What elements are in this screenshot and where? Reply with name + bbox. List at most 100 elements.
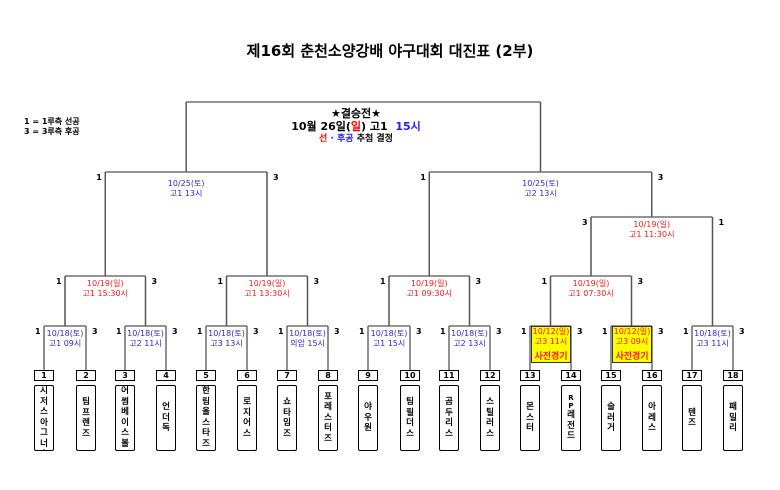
- team-name-char: 리: [445, 418, 453, 428]
- team-2-number: 2: [76, 370, 96, 381]
- round1-match-1-schedule-date: 10/18(토): [46, 329, 84, 338]
- team-name-char: 스: [40, 449, 48, 450]
- team-name-char: 타: [283, 407, 291, 418]
- team-name-char: 전: [567, 420, 575, 431]
- team-1-name-box: 시저스아그너스: [34, 385, 54, 451]
- round3-match-1-schedule-date: 10/19(일): [633, 220, 671, 229]
- team-name-char: 스: [526, 412, 534, 423]
- round2-match-3-schedule-date: 10/19(일): [410, 279, 448, 288]
- team-name-char: 곰: [445, 397, 453, 407]
- round1-match-9-seed-left: 1: [683, 327, 689, 336]
- round1-match-8-seed-right: 3: [658, 327, 664, 336]
- team-name-char: 아: [40, 417, 48, 428]
- team-name-char: 터: [526, 423, 534, 434]
- round1-match-5-seed-right: 3: [416, 327, 422, 336]
- team-name-char: 드: [567, 431, 575, 442]
- round2-match-3-schedule: 10/19(일)고1 09:30시: [391, 279, 467, 299]
- round3-match-1-seed-left: 3: [582, 218, 588, 227]
- round2-match-4-seed-left: 1: [541, 277, 548, 286]
- round1-match-4-seed-right: 3: [334, 327, 340, 336]
- team-name-char: 너: [40, 438, 48, 449]
- semifinal-1-schedule-time: 고1 13시: [169, 189, 203, 198]
- legend-item-third-base: 3 = 3루측 후공: [24, 127, 80, 136]
- final-note-rest: 추첨 결정: [353, 134, 393, 144]
- round1-match-8-date: 10/12(일): [613, 327, 651, 336]
- team-14-number: 14: [561, 370, 581, 381]
- final-date-prefix: 10월 26일(: [291, 120, 351, 133]
- round1-match-8-seed-left: 1: [602, 327, 608, 336]
- team-name-char: 슬: [607, 402, 615, 413]
- round2-match-1-seed-left: 1: [56, 277, 62, 286]
- team-6-number: 6: [237, 370, 257, 381]
- team-name-char: 즈: [283, 428, 291, 439]
- team-15-number: 15: [601, 370, 621, 381]
- round1-match-1-schedule-time: 고1 09시: [48, 339, 82, 348]
- round1-match-2-schedule-date: 10/18(토): [127, 329, 164, 338]
- round2-match-4-seed-right: 3: [637, 277, 644, 286]
- round1-match-3-schedule-date: 10/18(토): [208, 329, 245, 338]
- team-name-char: 스: [486, 428, 494, 439]
- team-name-char: 틸: [486, 407, 494, 418]
- round2-match-1-schedule-time: 고1 15:30시: [82, 289, 128, 298]
- final-date: 10월 26일(일) 고1 15시: [196, 120, 516, 133]
- team-name-char: 독: [162, 423, 170, 434]
- semifinal-2-schedule-date: 10/25(토): [522, 179, 559, 188]
- final-note-first: 선: [319, 134, 328, 144]
- round1-match-5-schedule-time: 고1 15시: [372, 339, 406, 348]
- team-name-char: 거: [607, 423, 615, 434]
- team-name-char: 그: [40, 428, 48, 438]
- final-note-second: 후공: [337, 134, 354, 144]
- team-name-char: 밀: [729, 412, 737, 423]
- team-name-char: 스: [324, 412, 332, 423]
- round2-match-3-seed-right: 3: [475, 277, 482, 286]
- team-name-char: 몬: [526, 402, 534, 413]
- round1-match-3-schedule: 10/18(토)고3 13시: [205, 329, 249, 349]
- team-name-char: 임: [283, 418, 291, 428]
- team-name-char: 즈: [688, 418, 696, 428]
- round3-match-1-schedule-time: 고1 11:30시: [629, 230, 675, 239]
- semifinal-1-seed-right: 3: [273, 173, 279, 182]
- team-8-number: 8: [318, 370, 338, 381]
- semifinal-1-seed-left: 1: [96, 173, 102, 182]
- final-heading: ★결승전★: [330, 107, 382, 120]
- round1-match-5-seed-left: 1: [359, 327, 365, 336]
- team-name-char: 이: [121, 417, 129, 428]
- team-10-number: 10: [400, 370, 420, 381]
- semifinal-2-schedule: 10/25(토)고2 13시: [506, 179, 576, 199]
- final-time: 15시: [395, 120, 421, 133]
- round1-match-7-seed-right: 3: [577, 327, 583, 336]
- team-name-char: 스: [40, 407, 48, 417]
- preliminary-tag: 사전경기: [534, 352, 568, 362]
- round2-match-2-schedule-date: 10/19(일): [248, 279, 286, 288]
- final-date-suffix: ) 고1: [361, 120, 388, 133]
- team-name-char: 원: [364, 423, 372, 434]
- team-1-number: 1: [34, 370, 54, 381]
- team-name-char: 렌: [82, 418, 90, 428]
- round2-match-4-schedule-date: 10/19(일): [572, 279, 610, 288]
- team-name-char: 포: [324, 391, 332, 402]
- team-name-char: 레: [324, 402, 332, 413]
- team-name-char: P: [568, 402, 574, 411]
- semifinal-1-schedule-date: 10/25(토): [167, 179, 205, 188]
- team-name-char: 두: [445, 407, 453, 418]
- team-name-char: 프: [82, 407, 90, 418]
- round1-match-2-seed-left: 1: [116, 327, 122, 336]
- round1-match-3-seed-left: 1: [197, 327, 203, 336]
- final-note-sep: ·: [327, 134, 337, 144]
- round2-match-2-schedule-time: 고1 13:30시: [244, 289, 290, 298]
- team-name-char: 로: [243, 397, 251, 407]
- team-name-char: 올: [202, 407, 210, 417]
- team-name-char: 리: [729, 423, 737, 434]
